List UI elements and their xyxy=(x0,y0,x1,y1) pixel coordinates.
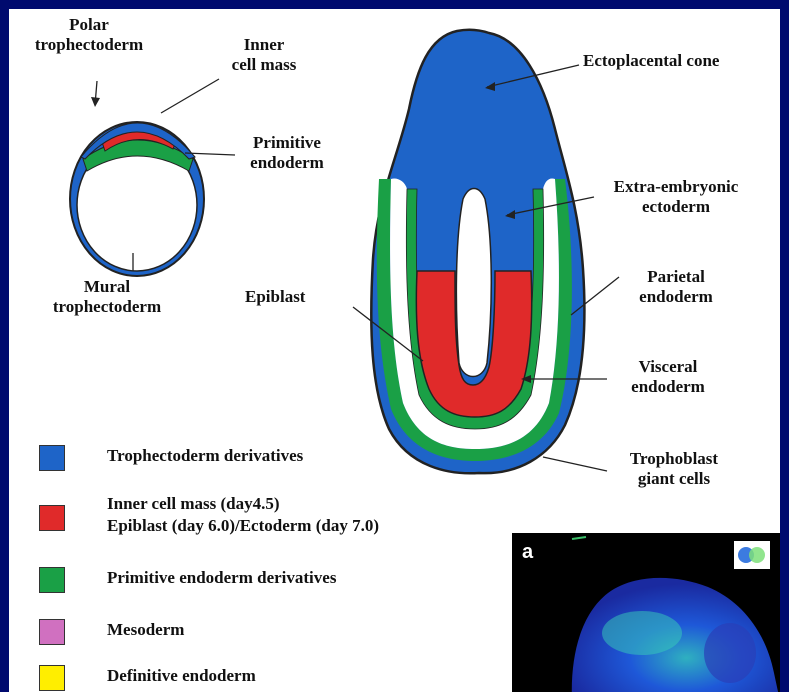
label-mural-trophectoderm: Mural trophectoderm xyxy=(37,277,177,317)
label-epiblast: Epiblast xyxy=(245,287,305,307)
micrograph-highlight xyxy=(602,611,682,655)
legend-item-mesoderm: Mesoderm xyxy=(39,619,184,645)
legend-label: Mesoderm xyxy=(107,619,184,641)
label-inner-cell-mass: Inner cell mass xyxy=(219,35,309,75)
label-trophoblast-giant-cells: Trophoblast giant cells xyxy=(609,449,739,489)
legend-swatch xyxy=(39,567,65,593)
micrograph-image xyxy=(512,533,780,692)
legend-swatch xyxy=(39,505,65,531)
blastocyst xyxy=(70,122,204,276)
legend-item-trophectoderm: Trophectoderm derivatives xyxy=(39,445,303,471)
legend-swatch xyxy=(39,445,65,471)
micrograph-mark xyxy=(572,537,586,539)
legend-item-primitive-endoderm: Primitive endoderm derivatives xyxy=(39,567,336,593)
proamniotic-cavity xyxy=(456,189,491,377)
label-polar-trophectoderm: Polar trophectoderm xyxy=(29,15,149,55)
leader-trophoblast xyxy=(543,457,607,471)
egg-cylinder xyxy=(371,30,584,474)
legend-item-definitive-endoderm: Definitive endoderm xyxy=(39,665,256,691)
figure-panel: Polar trophectoderm Inner cell mass Prim… xyxy=(9,9,780,692)
label-ectoplacental-cone: Ectoplacental cone xyxy=(583,51,719,71)
legend-item-inner-cell-mass: Inner cell mass (day4.5) Epiblast (day 6… xyxy=(39,493,379,537)
legend-label: Inner cell mass (day4.5) Epiblast (day 6… xyxy=(107,493,379,537)
legend-label: Trophectoderm derivatives xyxy=(107,445,303,467)
legend-swatch xyxy=(39,665,65,691)
label-visceral-endoderm: Visceral endoderm xyxy=(613,357,723,397)
legend-swatch xyxy=(39,619,65,645)
label-parietal-endoderm: Parietal endoderm xyxy=(621,267,731,307)
leader-icm xyxy=(161,79,219,113)
legend-label: Primitive endoderm derivatives xyxy=(107,567,336,589)
arrowhead-polar xyxy=(91,97,100,107)
legend-label: Definitive endoderm xyxy=(107,665,256,687)
panel-letter: a xyxy=(522,541,533,564)
micrograph-shadow xyxy=(704,623,756,683)
color-key-icon xyxy=(734,541,770,569)
micrograph-inset: a xyxy=(512,533,780,692)
label-primitive-endoderm: Primitive endoderm xyxy=(237,133,337,173)
label-extra-embryonic-ectoderm: Extra-embryonic ectoderm xyxy=(601,177,751,217)
